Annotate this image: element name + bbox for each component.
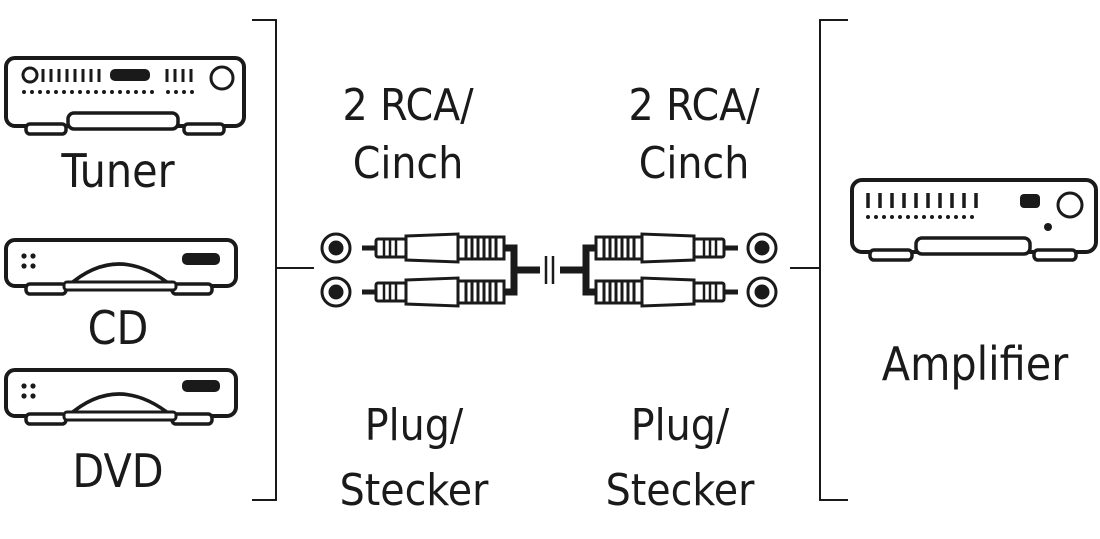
amplifier-label: Amplifier	[882, 337, 1069, 391]
tuner-icon	[4, 56, 246, 136]
right-connector-type-line2: Cinch	[639, 138, 750, 189]
left-connector-type-line1: 2 RCA/	[342, 80, 474, 131]
left-socket-top	[320, 232, 352, 264]
right-plug-bottom	[594, 276, 740, 308]
right-socket-bottom	[746, 276, 778, 308]
amplifier-bracket	[790, 19, 848, 501]
left-socket-bottom	[320, 276, 352, 308]
right-socket-top	[746, 232, 778, 264]
tuner-label: Tuner	[60, 144, 175, 198]
right-connector-kind-line2: Stecker	[606, 465, 755, 516]
right-connector-type-line1: 2 RCA/	[628, 80, 760, 131]
left-plug-bottom	[360, 276, 506, 308]
right-connector-kind-line1: Plug/	[631, 400, 730, 451]
right-plug-top	[594, 232, 740, 264]
dual-rca-cable-icon	[320, 232, 778, 308]
dvd-label: DVD	[72, 444, 163, 498]
amplifier-icon	[850, 178, 1098, 262]
source-devices-bracket	[252, 19, 314, 501]
left-plug-top	[360, 232, 506, 264]
cd-player-icon	[4, 238, 238, 296]
cd-label: CD	[88, 301, 149, 355]
dvd-player-icon	[4, 368, 238, 426]
left-connector-kind-line1: Plug/	[365, 400, 464, 451]
left-connector-type-line2: Cinch	[353, 138, 464, 189]
left-connector-kind-line2: Stecker	[340, 465, 489, 516]
